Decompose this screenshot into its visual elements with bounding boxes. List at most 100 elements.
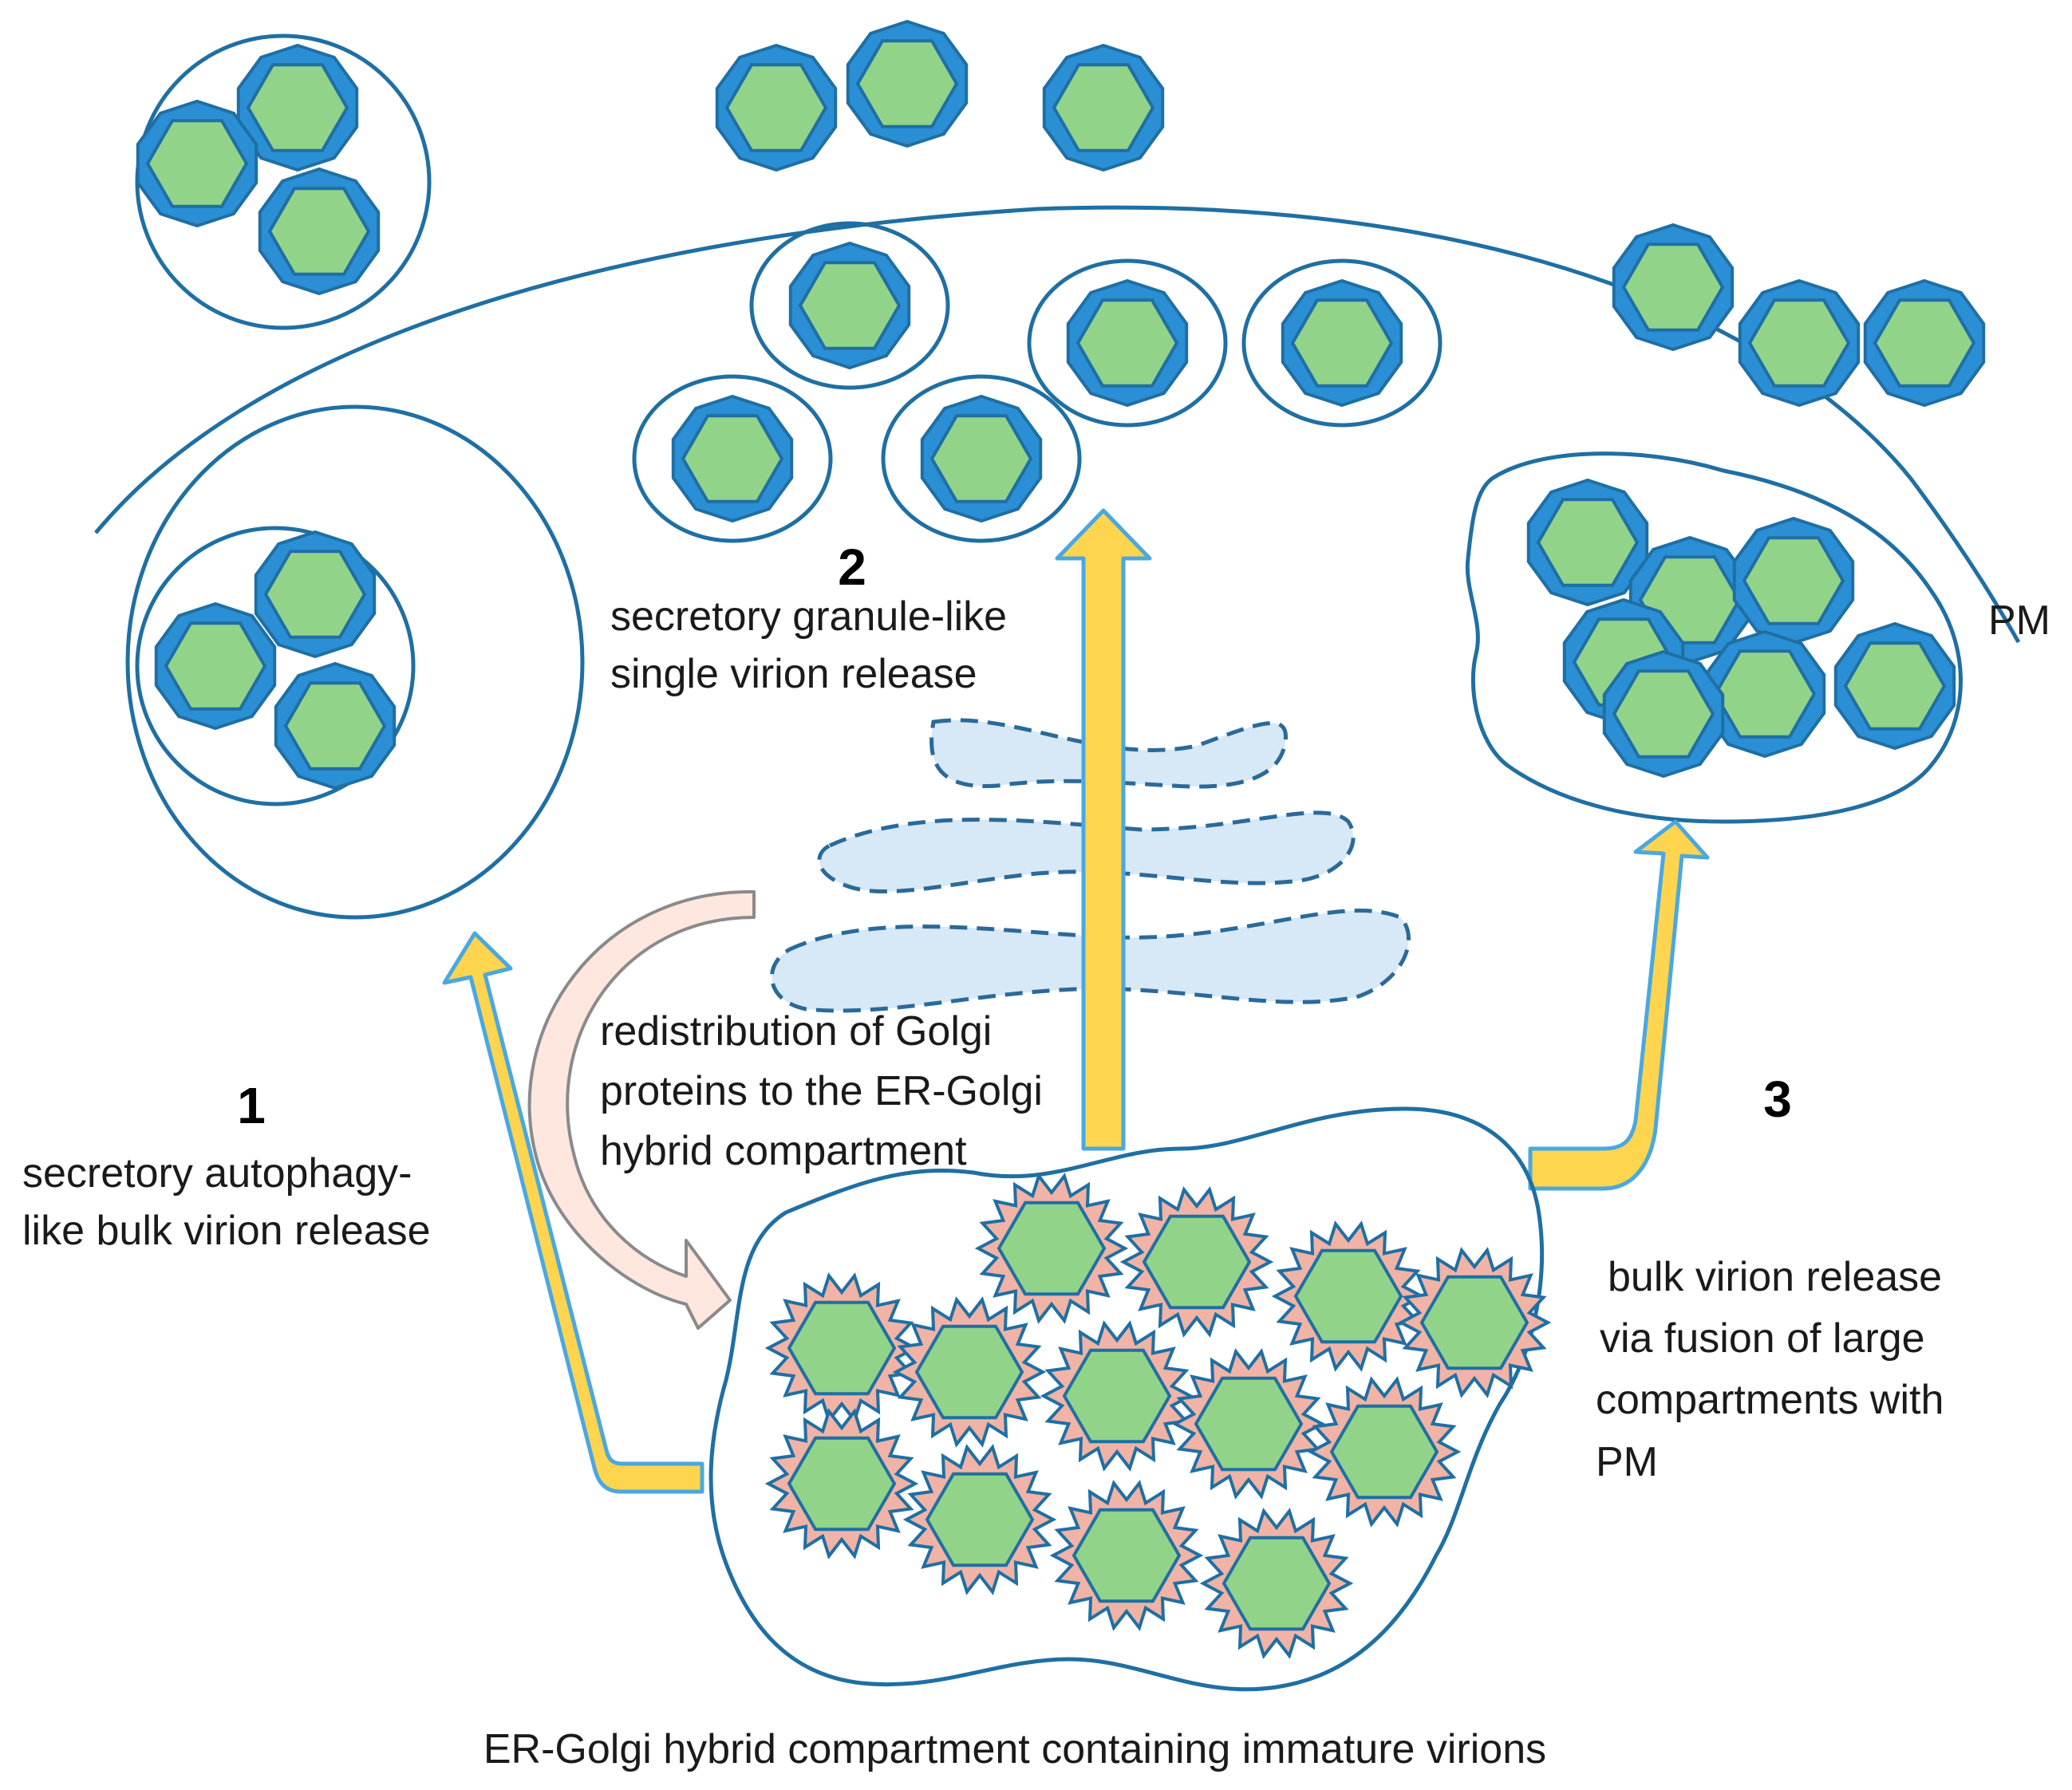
virion-capsid [246, 63, 349, 152]
pathway-3-label-line1: bulk virion release [1608, 1254, 1942, 1300]
virion-capsid [1873, 298, 1976, 388]
mature-virion [1738, 278, 1861, 408]
pathway-1-label-line1: secretory autophagy- [22, 1150, 412, 1197]
mature-virion [1612, 223, 1735, 352]
virion-capsid [1293, 1248, 1403, 1344]
mature-virion [1526, 478, 1649, 607]
mature-virion [258, 167, 381, 296]
pathway-2-arrow [1055, 508, 1152, 1151]
mature-virion [236, 43, 359, 172]
virion-capsid [1843, 641, 1947, 731]
golgi-label-line2: proteins to the ER-Golgi [600, 1068, 1043, 1114]
virion-capsid [1194, 1376, 1304, 1472]
pathway-2-label-line2: single virion release [610, 651, 977, 697]
mature-virion [1833, 621, 1956, 751]
virion-capsid [283, 681, 387, 771]
virion-capsid [681, 414, 784, 503]
mature-virion [274, 661, 397, 791]
virion-capsid [1612, 669, 1715, 759]
virion-capsid [1142, 1214, 1252, 1310]
virion-capsid [914, 1324, 1024, 1420]
autophagy-outer-membrane [125, 404, 585, 920]
immature-virion [902, 1444, 1057, 1595]
pathway-3-label-line2: via fusion of large [1600, 1315, 1925, 1362]
pathway-2-number: 2 [838, 538, 866, 596]
virion-capsid [1419, 1275, 1529, 1370]
granule-vesicle [749, 221, 950, 390]
mature-virion [154, 601, 277, 731]
virion-capsid [1290, 298, 1394, 388]
plasma-membrane [94, 205, 2021, 644]
golgi-label-line3: hybrid compartment [600, 1128, 967, 1174]
er-golgi-hybrid-compartment [708, 1106, 1545, 1692]
immature-virion [1397, 1247, 1552, 1398]
virion-capsid [1221, 1536, 1332, 1631]
pathway-3-arrow [1528, 819, 1710, 1191]
mature-virion [1281, 278, 1403, 408]
virion-capsid [798, 261, 902, 350]
pathway-1-number: 1 [237, 1077, 266, 1134]
pathway-3-number: 3 [1763, 1070, 1792, 1128]
virion-capsid [787, 1300, 897, 1396]
virion-capsid [1052, 63, 1155, 152]
pm-label: PM [1988, 597, 2050, 644]
mature-virion [1863, 278, 1986, 408]
immature-virion [892, 1296, 1047, 1448]
virion-capsid [1536, 498, 1640, 587]
pathway-1-arrow [442, 931, 704, 1494]
mature-virion [1066, 278, 1189, 408]
virion-capsid [1621, 242, 1725, 332]
virion-capsid [145, 119, 249, 208]
mature-virion [715, 43, 838, 172]
mature-virion [254, 530, 377, 659]
virion-capsid [787, 1436, 897, 1532]
immature-virion [1271, 1220, 1426, 1372]
mature-virion [846, 19, 969, 148]
immature-virion [1171, 1348, 1326, 1500]
immature-virion [1307, 1376, 1462, 1528]
autophagy-inner-vesicle [135, 526, 416, 806]
mature-virions [136, 19, 1986, 791]
virion-capsid [1062, 1348, 1172, 1444]
immature-virion [764, 1272, 919, 1424]
compartment-caption: ER-Golgi hybrid compartment containing i… [483, 1726, 1546, 1772]
golgi-label-line1: redistribution of Golgi [600, 1008, 992, 1055]
mature-virion [1602, 649, 1725, 779]
virion-capsid [263, 550, 367, 639]
virion-capsid [1329, 1404, 1439, 1500]
granule-vesicle [1241, 258, 1443, 428]
virion-capsid [164, 621, 267, 711]
immature-virion [1040, 1320, 1194, 1472]
redistribution-arrow [527, 889, 756, 1330]
granule-vesicle [881, 374, 1082, 543]
mature-virion [920, 394, 1043, 523]
granule-vesicle [632, 374, 833, 543]
mature-virion [788, 241, 911, 370]
immature-virion [974, 1173, 1129, 1324]
mature-virion [1042, 43, 1165, 172]
mature-virion [671, 394, 794, 523]
mature-virion [1703, 629, 1826, 759]
pathway-1-label-line2: like bulk virion release [22, 1208, 431, 1254]
fusing-large-compartment [1465, 451, 1963, 824]
pathway-3-label-line4: PM [1596, 1439, 1658, 1485]
virion-capsid [267, 187, 371, 276]
virion-capsid [929, 414, 1033, 503]
virion-capsid [1075, 298, 1179, 388]
immature-virion [764, 1408, 919, 1559]
virion-capsid [997, 1201, 1107, 1296]
immature-virion [1049, 1480, 1204, 1631]
pathway-3-label-line3: compartments with [1596, 1377, 1944, 1423]
mature-virion [1732, 516, 1855, 645]
granule-vesicle [1027, 258, 1228, 428]
virion-capsid [1072, 1508, 1182, 1603]
pathway-2-label-line1: secretory granule-like [610, 593, 1007, 640]
virion-capsid [724, 63, 828, 152]
virion-capsid [1742, 536, 1845, 625]
mature-virion [136, 99, 259, 228]
virion-capsid [925, 1472, 1035, 1567]
immature-virions [764, 1173, 1552, 1659]
virion-capsid [855, 39, 959, 128]
immature-virion [1199, 1508, 1354, 1659]
